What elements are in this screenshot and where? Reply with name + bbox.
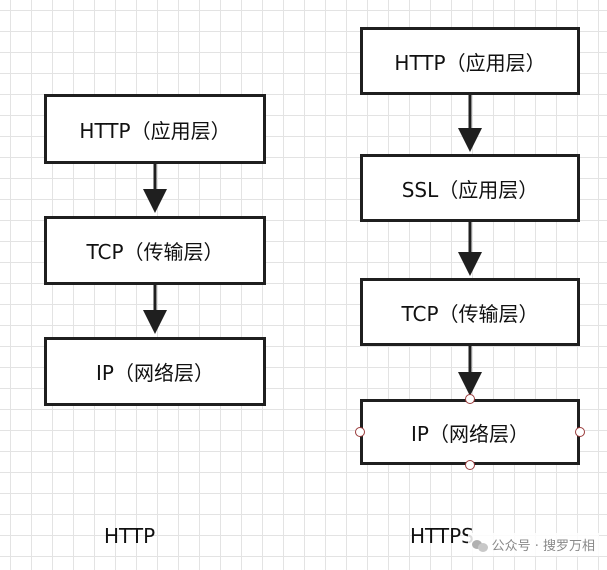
ip-network-layer-box[interactable]: IP（网络层） [44, 337, 266, 406]
watermark: 公众号 · 搜罗万相 [467, 533, 599, 556]
https-http-application-layer-box[interactable]: HTTP（应用层） [360, 27, 580, 95]
https-column-caption: HTTPS [410, 524, 474, 548]
watermark-text: 公众号 · 搜罗万相 [491, 539, 595, 554]
resize-handle-right[interactable] [575, 427, 585, 437]
box-label: IP（网络层） [411, 421, 529, 446]
https-tcp-transport-layer-box[interactable]: TCP（传输层） [360, 278, 580, 346]
http-column-caption: HTTP [104, 524, 156, 548]
https-ip-network-layer-box[interactable]: IP（网络层） [360, 399, 580, 465]
box-label: TCP（传输层） [401, 301, 539, 326]
box-label: HTTP（应用层） [79, 118, 231, 143]
resize-handle-left[interactable] [355, 427, 365, 437]
resize-handle-bottom[interactable] [465, 460, 475, 470]
wechat-icon [471, 538, 488, 552]
resize-handle-top[interactable] [465, 394, 475, 404]
tcp-transport-layer-box[interactable]: TCP（传输层） [44, 216, 266, 285]
box-label: SSL（应用层） [401, 177, 539, 202]
box-label: TCP（传输层） [86, 240, 224, 264]
box-label: IP（网络层） [96, 361, 214, 385]
http-application-layer-box[interactable]: HTTP（应用层） [44, 94, 266, 164]
ssl-application-layer-box[interactable]: SSL（应用层） [360, 154, 580, 222]
box-label: HTTP（应用层） [394, 50, 546, 75]
